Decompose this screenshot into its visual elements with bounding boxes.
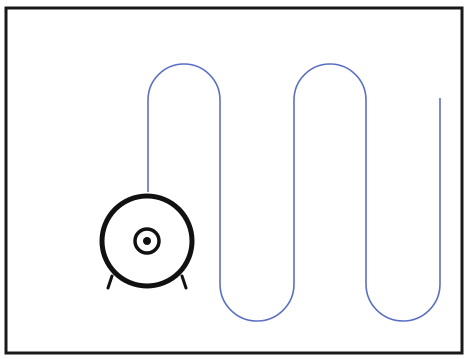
room-frame bbox=[6, 8, 462, 353]
robot-vacuum-icon bbox=[102, 196, 192, 288]
robot-sensor-dot bbox=[143, 237, 151, 245]
